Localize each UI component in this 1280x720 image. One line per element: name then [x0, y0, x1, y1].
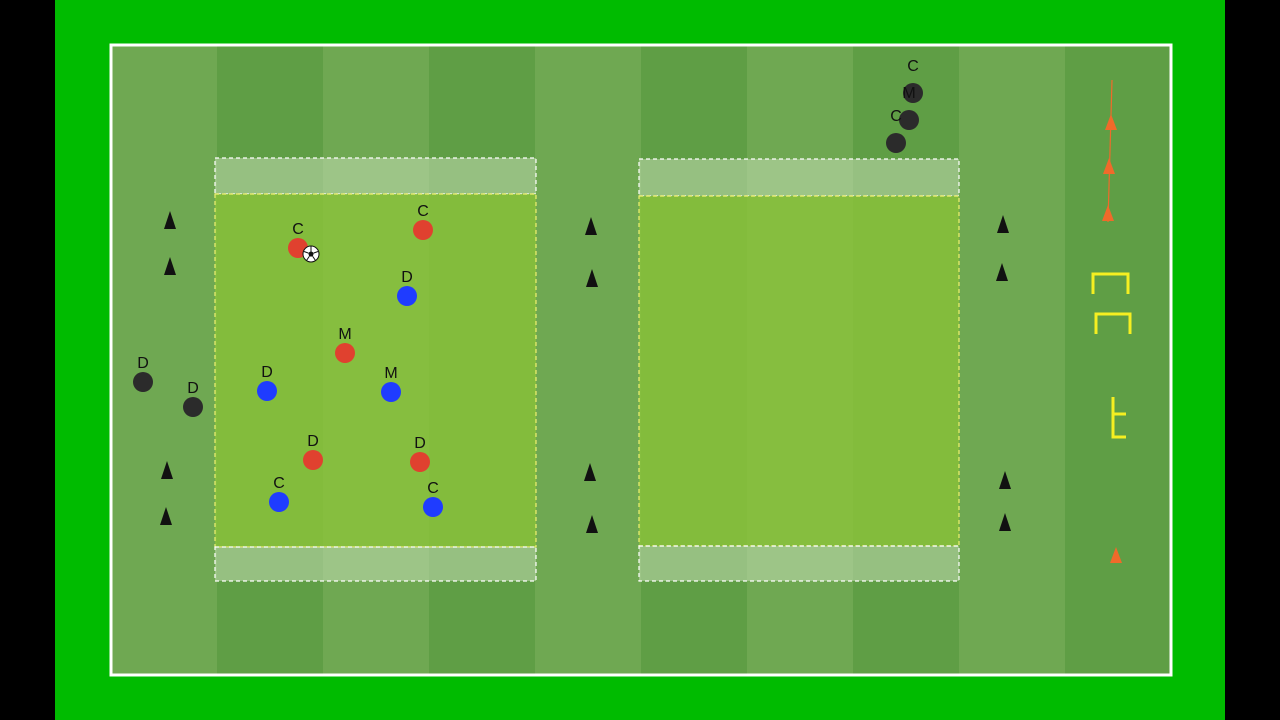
red-player: D — [303, 433, 323, 470]
left-zone-top-buffer — [214, 157, 537, 195]
orange-cone-icon — [1105, 114, 1117, 130]
player-position-label: D — [261, 364, 273, 381]
right-zone-main-area — [638, 195, 960, 547]
left-zone-main-area — [214, 193, 537, 548]
black-player: D — [133, 355, 153, 392]
player-dot — [410, 452, 430, 472]
red-player: C — [413, 203, 433, 240]
black-cone-icon — [586, 269, 598, 287]
black-player: M — [899, 85, 919, 130]
orange-cone-icon — [1103, 158, 1115, 174]
left-black-bar — [0, 0, 55, 720]
black-cone-icon — [164, 211, 176, 229]
player-dot — [133, 372, 153, 392]
mini-goals — [1091, 272, 1132, 439]
blue-player: M — [381, 365, 401, 402]
player-position-label: C — [417, 203, 429, 220]
player-dot — [899, 110, 919, 130]
mini-goal-3 — [1111, 397, 1126, 439]
blue-player: C — [269, 475, 289, 512]
pitch-boundary-line — [109, 43, 1173, 677]
black-cone-icon — [999, 513, 1011, 531]
player-position-label: C — [427, 480, 439, 497]
black-cone-icon — [160, 507, 172, 525]
black-cone-icon — [996, 263, 1008, 281]
player-dot — [381, 382, 401, 402]
player-position-label: C — [907, 58, 919, 75]
pitch-stripe — [535, 45, 641, 675]
red-player: D — [410, 435, 430, 472]
player-position-label: D — [137, 355, 149, 372]
right-zone-top-buffer — [638, 158, 960, 197]
player-position-label: C — [273, 475, 285, 492]
player-dot — [397, 286, 417, 306]
right-black-bar — [1225, 0, 1280, 720]
player-dot — [886, 133, 906, 153]
player-position-label: M — [384, 365, 397, 382]
player-position-label: C — [292, 221, 304, 238]
player-dot — [903, 83, 923, 103]
black-cone-icon — [586, 515, 598, 533]
player-dot — [269, 492, 289, 512]
orange-marker-line — [1107, 79, 1113, 223]
player-position-label: D — [187, 380, 199, 397]
player-dot — [423, 497, 443, 517]
orange-cone-icon — [1110, 547, 1122, 563]
ball-icon — [302, 245, 320, 263]
mini-goal-1 — [1091, 272, 1130, 294]
blue-player: C — [423, 480, 443, 517]
pitch-stripe — [111, 45, 217, 675]
red-player: M — [335, 326, 355, 363]
black-cone-icon — [584, 463, 596, 481]
black-cone-icon — [997, 215, 1009, 233]
player-dot — [413, 220, 433, 240]
black-cone-icon — [999, 471, 1011, 489]
left-playing-zone — [214, 157, 537, 582]
blue-player: D — [257, 364, 277, 401]
black-cone-icon — [585, 217, 597, 235]
black-cone-icon — [161, 461, 173, 479]
player-position-label: M — [902, 85, 915, 102]
pitch-stripe — [959, 45, 1065, 675]
player-position-label: M — [338, 326, 351, 343]
player-position-label: D — [414, 435, 426, 452]
player-position-label: D — [401, 269, 413, 286]
player-dot — [257, 381, 277, 401]
black-cone-icon — [164, 257, 176, 275]
black-player: D — [183, 380, 203, 417]
blue-player: D — [397, 269, 417, 306]
mini-goal-2 — [1094, 312, 1132, 334]
orange-cone-icon — [1102, 205, 1114, 221]
player-dot — [303, 450, 323, 470]
cones-layer — [160, 79, 1122, 563]
right-zone-bottom-buffer — [638, 545, 960, 582]
player-position-label: D — [307, 433, 319, 450]
black-player: C — [886, 108, 906, 153]
player-dot — [335, 343, 355, 363]
player-position-label: C — [890, 108, 902, 125]
pitch-stripe — [1065, 45, 1171, 675]
left-zone-bottom-buffer — [214, 546, 537, 582]
right-playing-zone — [638, 158, 960, 582]
player-dot — [183, 397, 203, 417]
black-player: C — [903, 58, 923, 103]
